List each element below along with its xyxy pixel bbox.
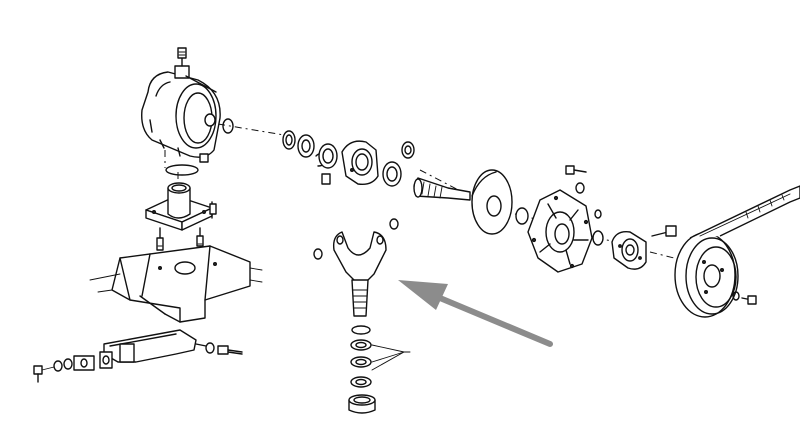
spacer-ring (515, 207, 529, 225)
bracket-bolt-right (205, 342, 243, 355)
chassis-frame (89, 245, 263, 323)
drive-belt (689, 185, 800, 239)
pump-seal (592, 230, 604, 246)
shaft-seal-group (282, 130, 338, 169)
o-ring (165, 164, 199, 176)
pulley (674, 232, 739, 318)
pulley-bolt (732, 291, 757, 305)
pump-flange (611, 231, 647, 270)
drive-shaft (413, 177, 471, 201)
bracket-bolt-left (33, 355, 95, 383)
leader-lines (371, 344, 411, 371)
bell-housing (141, 47, 234, 163)
pump-housing (527, 189, 593, 273)
clutch-disc (471, 169, 513, 235)
bearing-stack (348, 325, 376, 414)
pointer-arrow (398, 280, 553, 347)
flange-bolt (651, 225, 677, 237)
pump-bolts (565, 165, 602, 219)
yoke-shaft (313, 218, 399, 317)
bearing-housing (321, 140, 379, 186)
transfer-case-flange (145, 182, 217, 251)
mounting-bracket (99, 329, 207, 369)
bearing-pair (382, 141, 415, 187)
